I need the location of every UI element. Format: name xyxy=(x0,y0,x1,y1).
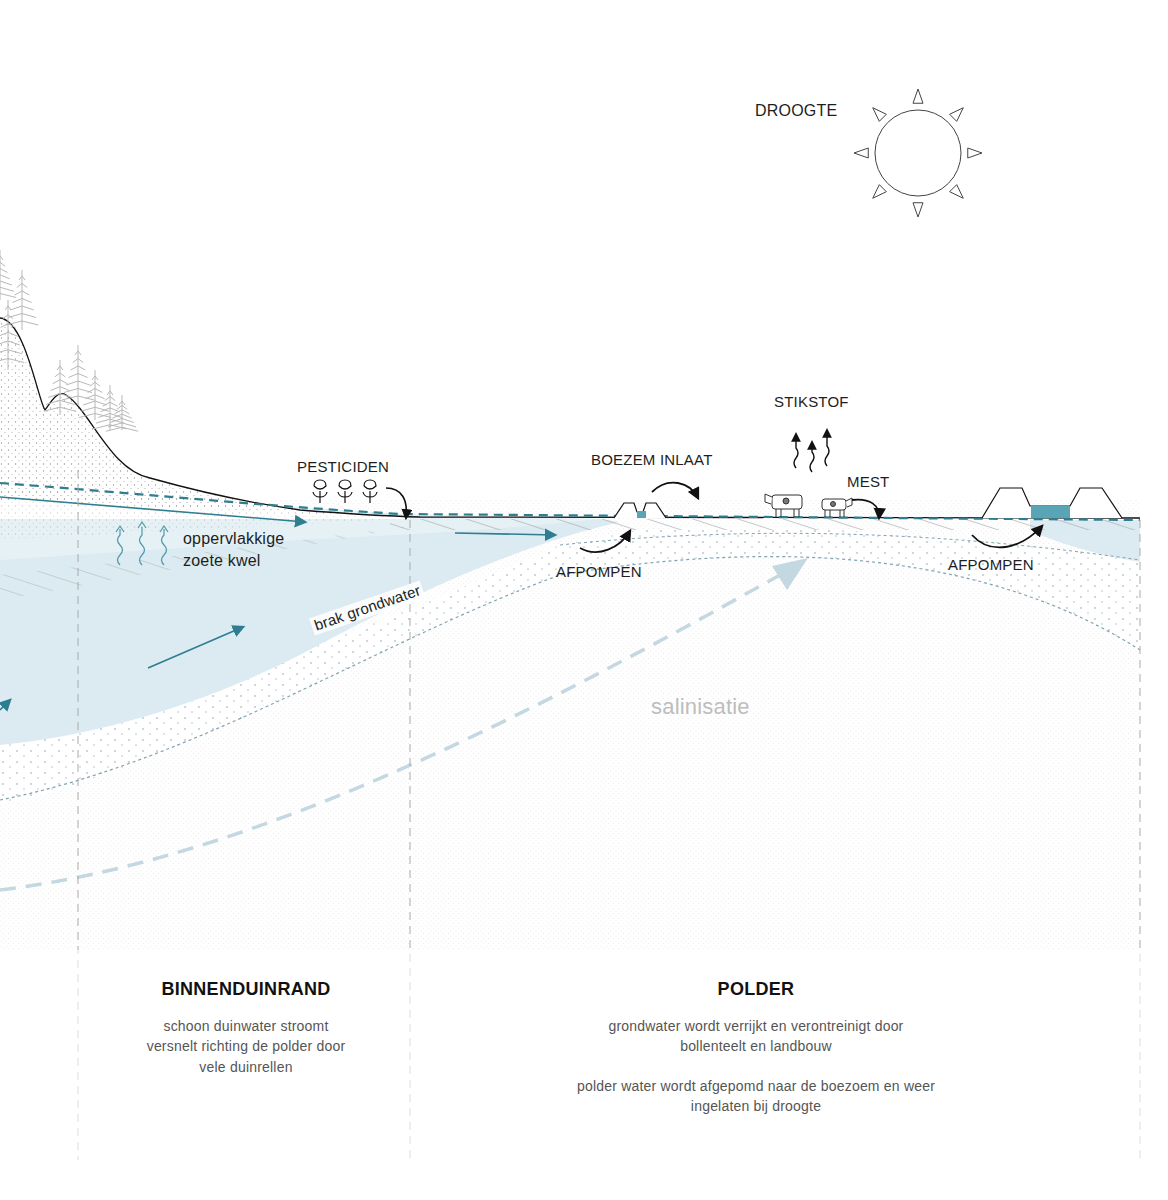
zone-description: polder water wordt afgepomd naar de boez… xyxy=(566,1076,946,1117)
process-label: STIKSTOF xyxy=(774,393,849,411)
weather-label: DROOGTE xyxy=(755,101,837,120)
zone-heading: POLDER xyxy=(586,979,926,1001)
water-label: oppervlakkige zoete kwel xyxy=(183,528,308,571)
process-label: AFPOMPEN xyxy=(556,563,642,581)
process-label: salinisatie xyxy=(651,694,750,720)
process-label: PESTICIDEN xyxy=(297,458,389,476)
layer-label: brak grondwater xyxy=(309,580,426,635)
process-label: AFPOMPEN xyxy=(948,556,1034,574)
zone-heading: BINNENDUINRAND xyxy=(81,979,411,1001)
process-label: MEST xyxy=(847,473,889,491)
structure-label: BOEZEM INLAAT xyxy=(591,451,713,469)
zone-description: grondwater wordt verrijkt en verontreini… xyxy=(596,1016,916,1057)
zone-description: schoon duinwater stroomt versnelt richti… xyxy=(141,1016,351,1077)
